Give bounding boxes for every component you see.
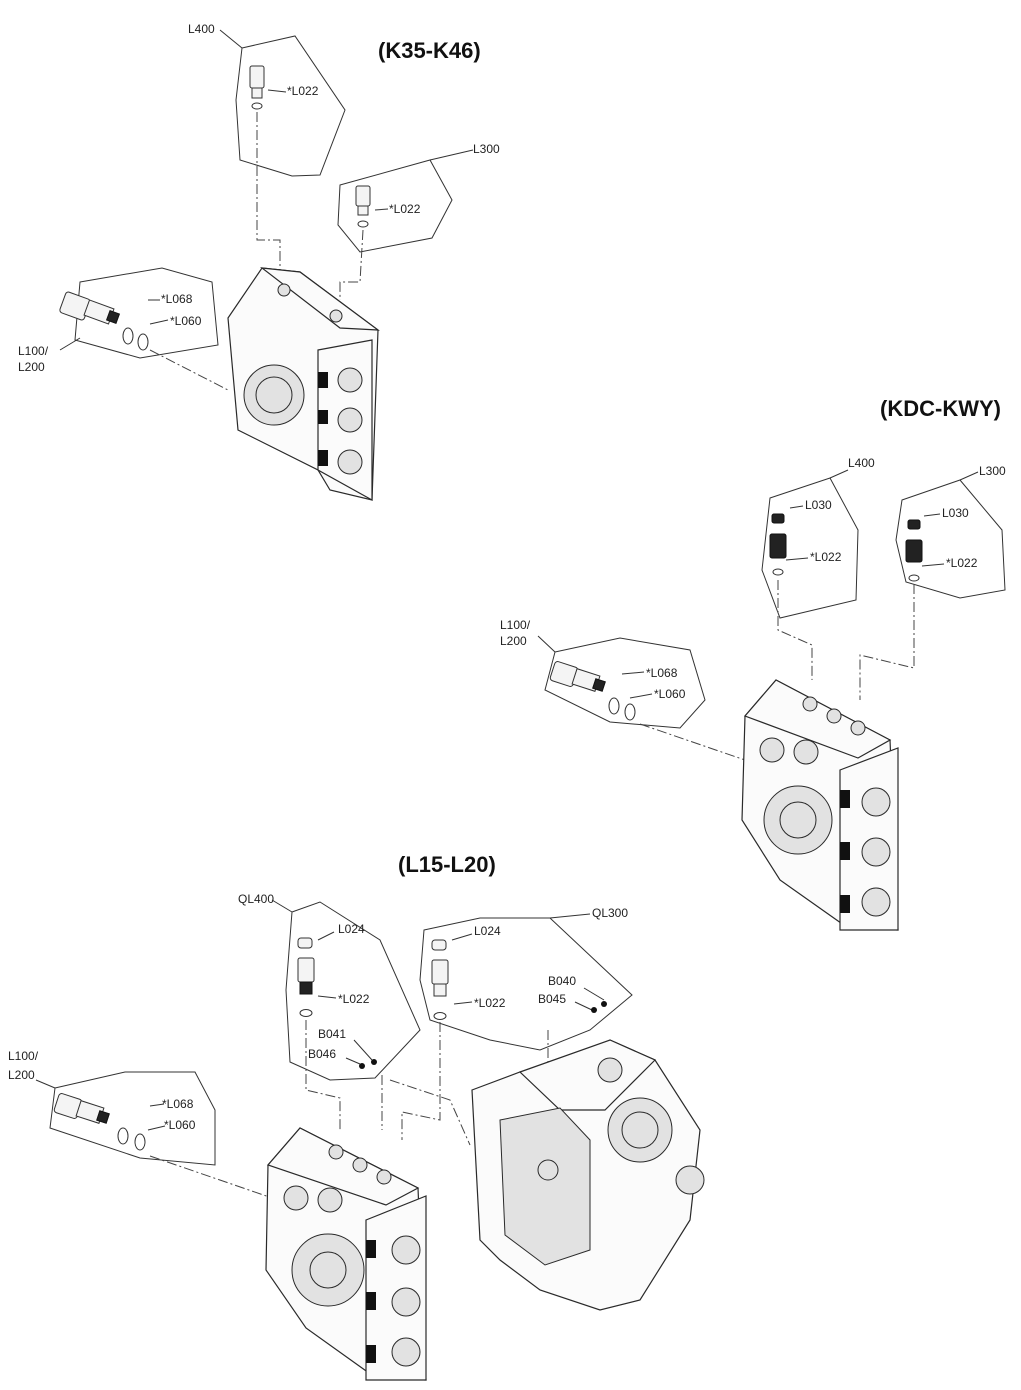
l15-l024-cap-b (431, 939, 447, 951)
kdc-l030-cap-b (907, 519, 921, 530)
k35-l022-oring-b (357, 220, 369, 228)
label-kdc-l200: L200 (500, 634, 527, 648)
label-k35-l060: *L060 (170, 314, 202, 328)
kdc-l022-oring-a (772, 568, 784, 576)
l15-ql400-plug (297, 957, 315, 983)
l15-b040-ball (601, 1001, 607, 1007)
l15-l022-oring-b (433, 1012, 447, 1020)
l15-l022-oring-a (299, 1009, 313, 1017)
l15-l024-cap-a (297, 937, 313, 949)
l15-ql300-callout (419, 917, 633, 1051)
l15-ql300-plug-tip (433, 983, 447, 997)
label-k35-l022-b: *L022 (389, 202, 421, 216)
label-k35-l022-a: *L022 (287, 84, 319, 98)
l15-b045-ball (591, 1007, 597, 1013)
kdc-l022-oring-b (908, 574, 920, 582)
l15-assembly (35, 899, 705, 1381)
kdc-l060-oring (624, 703, 636, 721)
label-k35-l200: L200 (18, 360, 45, 374)
label-l15-b046: B046 (308, 1047, 337, 1061)
l15-ql400-plug-tip (299, 981, 313, 995)
kdc-l400-plug (769, 533, 787, 559)
k35-l400-callout (235, 35, 346, 177)
kdc-valve-body (741, 679, 899, 931)
label-l15-ql300: QL300 (592, 906, 629, 920)
label-l15-l024-b: L024 (474, 924, 501, 938)
kdc-l300-callout (895, 479, 1006, 599)
k35-l400-plug (249, 65, 265, 89)
section-heading-kdc-kwy: (KDC-KWY) (880, 396, 1001, 421)
label-kdc-l400: L400 (848, 456, 875, 470)
label-kdc-l068: *L068 (646, 666, 678, 680)
l15-ql300-plug (431, 959, 449, 985)
label-kdc-l060: *L060 (654, 687, 686, 701)
label-kdc-l030-a: L030 (805, 498, 832, 512)
label-l15-l068: *L068 (162, 1097, 194, 1111)
l15-b041-ball (371, 1059, 377, 1065)
l15-ql400-callout (285, 901, 421, 1081)
label-k35-l068: *L068 (161, 292, 193, 306)
k35-valve-body (227, 267, 380, 502)
l15-l068-oring (117, 1127, 129, 1145)
label-k35-l300: L300 (473, 142, 500, 156)
label-kdc-l030-b: L030 (942, 506, 969, 520)
label-l15-ql400: QL400 (238, 892, 275, 906)
kdc-cartridge (549, 661, 606, 692)
section-heading-l15-l20: (L15-L20) (398, 852, 496, 877)
label-kdc-l022-b: *L022 (946, 556, 978, 570)
label-k35-l400: L400 (188, 22, 215, 36)
kdc-l300-plug (905, 539, 923, 563)
label-l15-l022-b: *L022 (474, 996, 506, 1010)
l15-cartridge (53, 1093, 110, 1124)
label-l15-b045: B045 (538, 992, 567, 1006)
k35-l022-oring-a (251, 102, 263, 110)
section-heading-k35-k46: (K35-K46) (378, 38, 481, 63)
l15-l060-oring (134, 1133, 146, 1151)
label-kdc-l100: L100/ (500, 618, 531, 632)
k35-l300-plug (355, 185, 371, 207)
label-l15-b041: B041 (318, 1027, 347, 1041)
label-k35-l100: L100/ (18, 344, 49, 358)
label-l15-l024-a: L024 (338, 922, 365, 936)
label-l15-l022-a: *L022 (338, 992, 370, 1006)
label-l15-l200: L200 (8, 1068, 35, 1082)
k35-l400-plug-stem (251, 87, 263, 99)
label-kdc-l022-a: *L022 (810, 550, 842, 564)
k35-assembly (59, 29, 474, 502)
l15-l100-callout (49, 1071, 216, 1166)
kdc-l100-callout (544, 637, 706, 729)
k35-l060-oring (137, 333, 149, 351)
k35-cartridge (59, 291, 121, 325)
k35-l100-callout (74, 267, 219, 359)
kdc-l030-cap-a (771, 513, 785, 524)
label-l15-l100: L100/ (8, 1049, 39, 1063)
kdc-l068-oring (608, 697, 620, 715)
l15-valve-body (265, 1127, 427, 1381)
label-l15-b040: B040 (548, 974, 577, 988)
l15-manifold-body (471, 1039, 705, 1311)
label-kdc-l300: L300 (979, 464, 1006, 478)
k35-l068-oring (122, 327, 134, 345)
kdc-assembly (537, 469, 1006, 931)
l15-b046-ball (359, 1063, 365, 1069)
label-l15-l060: *L060 (164, 1118, 196, 1132)
k35-l300-plug-stem (357, 205, 369, 216)
